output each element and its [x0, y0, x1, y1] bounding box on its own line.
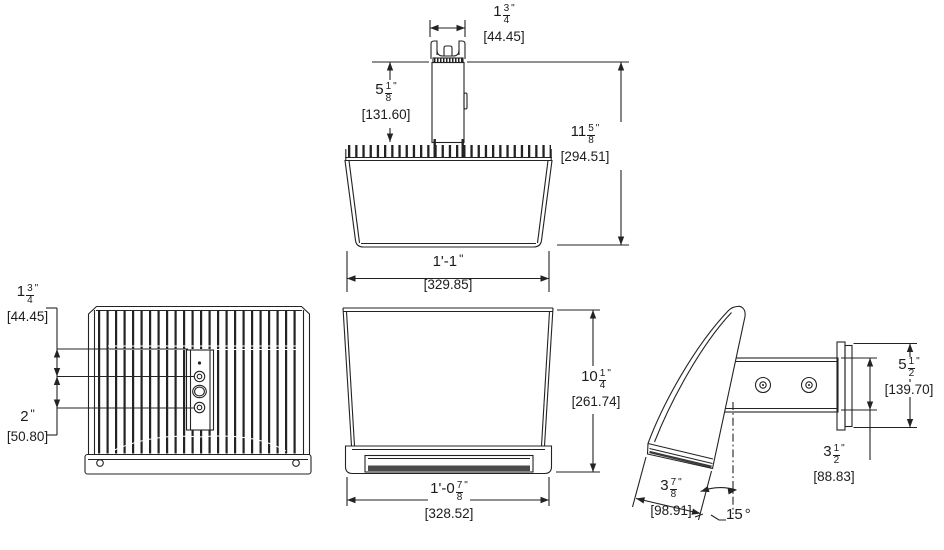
dim-overall-depth-mm: [294.51]	[560, 149, 610, 164]
top-view-dimension-lines	[346, 20, 629, 292]
dim-rear-offset-bottom-mm: [50.80]	[6, 428, 49, 444]
side-view	[646, 305, 853, 470]
dim-rear-offset-top-mm: [44.45]	[6, 309, 49, 324]
dim-rear-offset-bottom-value: 2"	[20, 407, 35, 425]
dim-wall-plate-height-mm: [139.70]	[882, 382, 936, 397]
dim-rear-offset-bottom: 2" [50.80]	[0, 407, 55, 444]
dim-lens-length-mm: [98.91]	[650, 503, 692, 518]
dim-front-width-mm: [328.52]	[424, 506, 474, 521]
dim-tilt-angle-value: 15°	[726, 506, 751, 523]
front-view-dimension-lines	[346, 309, 600, 506]
rear-view-dimension-lines	[46, 307, 194, 436]
top-view	[344, 40, 553, 248]
rear-view	[84, 305, 312, 475]
dim-front-height-mm: [261.74]	[569, 394, 623, 409]
dim-overall-width: 1'-1" [329.85]	[408, 252, 488, 292]
dim-arm-height-mm: [88.83]	[813, 469, 855, 484]
dim-overall-width-value: 1'-1"	[432, 252, 464, 270]
dim-overall-width-mm: [329.85]	[423, 276, 473, 292]
dim-arm-length-mm: [131.60]	[359, 107, 413, 122]
dim-mount-width-mm: [44.45]	[483, 29, 525, 44]
dim-tilt-angle: 15°	[726, 506, 766, 524]
front-view	[342, 307, 554, 475]
